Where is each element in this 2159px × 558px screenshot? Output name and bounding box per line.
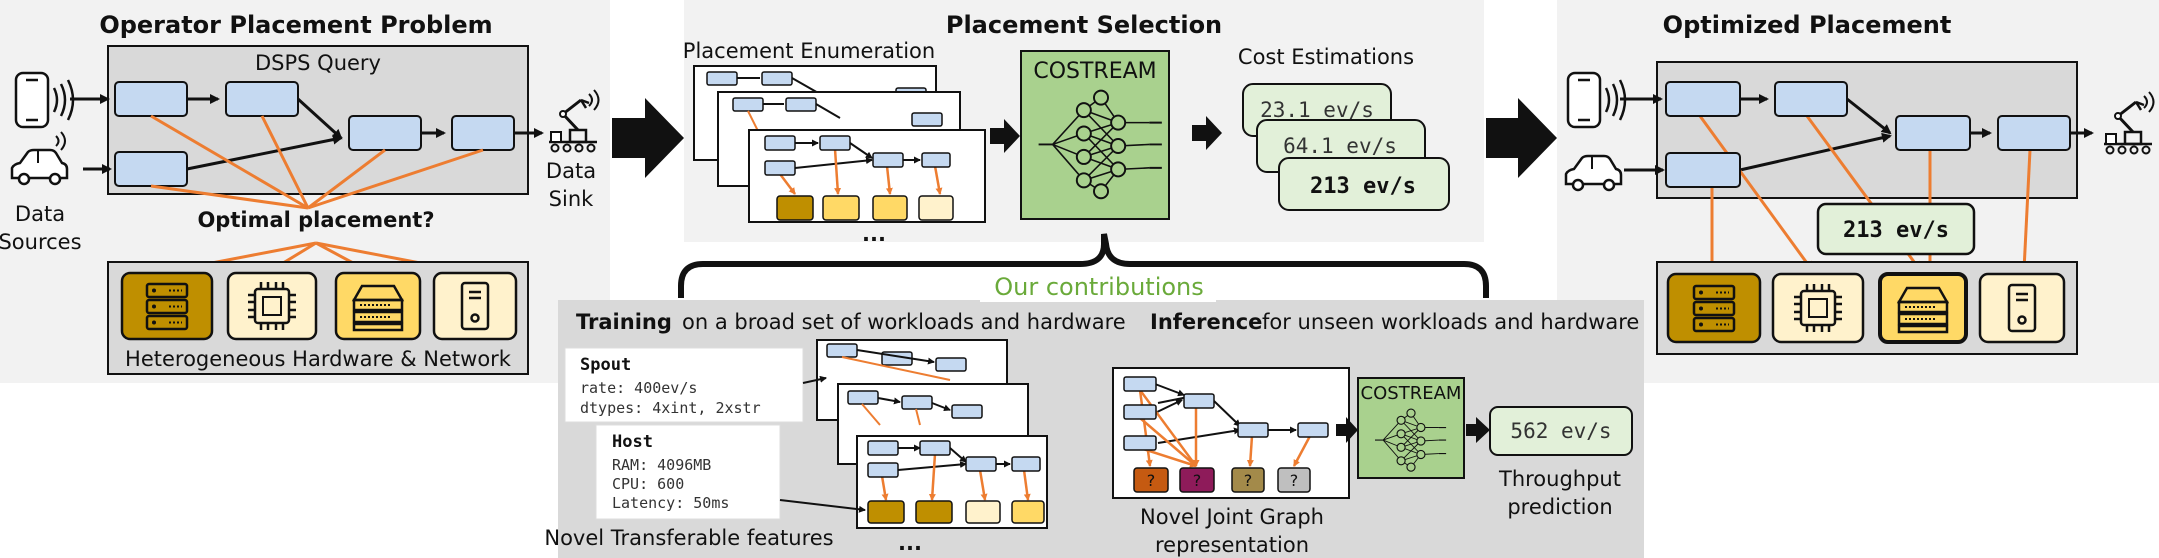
joint-graph-label-line1: Novel Joint Graph xyxy=(1140,505,1324,529)
unknown-hw-mark: ? xyxy=(1193,471,1202,490)
spout-dtypes: dtypes: 4xint, 2xstr xyxy=(580,399,761,417)
result-card xyxy=(1816,202,1976,256)
enumeration-card-front xyxy=(748,129,986,223)
estimate-stack: 23.1 ev/s 64.1 ev/s 213 ev/s xyxy=(1242,83,1450,211)
training-heading-rest: on a broad set of workloads and hardware xyxy=(682,310,1126,334)
hardware-node-embedded xyxy=(226,271,318,341)
host-cpu: CPU: 600 xyxy=(612,475,684,493)
data-sink-label-line2: Sink xyxy=(549,187,594,211)
left-query-edges xyxy=(70,94,544,174)
training-cards xyxy=(816,339,1048,529)
joint-graph-label-line2: representation xyxy=(1155,533,1309,557)
costream-model-label: COSTREAM xyxy=(1033,59,1156,84)
middle-panel: Placement Selection Placement Enumeratio… xyxy=(683,0,1484,246)
joint-graph-card: ? ? ? ? xyxy=(1112,367,1350,499)
inference-model-label: COSTREAM xyxy=(1361,383,1462,404)
host-title: Host xyxy=(612,432,653,452)
left-query-operators xyxy=(114,81,515,187)
operator-node xyxy=(348,115,422,151)
unknown-hw-mark: ? xyxy=(1147,471,1156,490)
optimal-placement-question: Optimal placement? xyxy=(197,208,434,232)
right-panel-title: Optimized Placement xyxy=(1663,11,1952,39)
operator-node xyxy=(225,81,299,117)
placement-enumeration-label: Placement Enumeration xyxy=(683,39,935,63)
operator-node xyxy=(1665,152,1741,188)
prediction-card xyxy=(1489,406,1633,456)
hardware-label: Heterogeneous Hardware & Network xyxy=(125,347,512,371)
hardware-node-desktop xyxy=(1978,272,2066,344)
prediction-value: 562 ev/s xyxy=(1510,419,1611,443)
inference-heading-rest: for unseen workloads and hardware xyxy=(1262,310,1639,334)
contributions-brace xyxy=(678,233,1489,298)
spout-title: Spout xyxy=(580,355,631,375)
right-hardware-row xyxy=(1666,272,2066,344)
arrow-to-model xyxy=(990,119,1020,153)
result-value: 213 ev/s xyxy=(1843,218,1949,243)
contributions-panel: Our contributions Training on a broad se… xyxy=(544,233,1644,558)
dsps-query-label: DSPS Query xyxy=(255,51,381,75)
hardware-node-server xyxy=(120,271,214,341)
big-arrow-left xyxy=(612,98,684,178)
data-sources-label-line1: Data xyxy=(15,202,65,226)
contributions-title: Our contributions xyxy=(994,273,1204,301)
operator-node xyxy=(1774,81,1848,117)
right-query-edges xyxy=(1620,94,2094,175)
right-query-operators xyxy=(1665,81,2071,188)
middle-panel-title: Placement Selection xyxy=(946,11,1222,39)
operator-node xyxy=(114,81,188,117)
host-feature-card: Host RAM: 4096MB CPU: 600 Latency: 50ms xyxy=(595,424,866,520)
spout-feature-card: Spout rate: 400ev/s dtypes: 4xint, 2xstr xyxy=(564,347,827,423)
unknown-hw-mark: ? xyxy=(1290,471,1299,490)
prediction-label-line1: Throughput xyxy=(1498,467,1621,491)
host-ram: RAM: 4096MB xyxy=(612,456,711,474)
estimate-value-3: 213 ev/s xyxy=(1310,174,1416,199)
enumeration-ellipsis: ... xyxy=(862,222,886,246)
data-sink-label-line1: Data xyxy=(546,159,596,183)
placement-question-edges xyxy=(150,114,484,210)
estimate-card-best xyxy=(1278,157,1450,211)
operator-node xyxy=(114,151,188,187)
hardware-node-desktop xyxy=(432,271,518,341)
estimate-value-2: 64.1 ev/s xyxy=(1283,134,1397,158)
arrow-to-inference-model xyxy=(1336,417,1358,443)
inference-heading-bold: Inference xyxy=(1150,310,1262,334)
spout-rate: rate: 400ev/s xyxy=(580,379,697,397)
right-panel: Optimized Placement 21 xyxy=(1557,0,2159,383)
hardware-node-embedded xyxy=(1771,272,1865,344)
left-panel: Operator Placement Problem DSPS Query xyxy=(0,0,610,383)
car-signal-icon xyxy=(55,131,66,151)
cost-estimations-label: Cost Estimations xyxy=(1238,45,1414,69)
big-arrow-right xyxy=(1486,98,1557,178)
unknown-hw-mark: ? xyxy=(1244,471,1253,490)
hardware-row xyxy=(120,271,518,341)
enumeration-stack xyxy=(693,65,986,223)
inference-model-box xyxy=(1357,377,1465,479)
operator-node xyxy=(1895,115,1971,151)
training-heading-bold: Training xyxy=(576,310,672,334)
operator-node xyxy=(451,115,515,151)
transferable-features-label: Novel Transferable features xyxy=(544,526,833,550)
operator-node xyxy=(1665,81,1741,117)
data-sources-label-line2: Sources xyxy=(0,230,82,254)
training-card-front xyxy=(856,435,1048,529)
hardware-node-server xyxy=(1666,272,1762,344)
operator-node xyxy=(1997,115,2071,151)
left-panel-title: Operator Placement Problem xyxy=(99,11,492,39)
arrow-to-prediction xyxy=(1466,417,1490,443)
arrow-to-estimates xyxy=(1192,116,1222,150)
estimate-value-1: 23.1 ev/s xyxy=(1260,98,1374,122)
host-latency: Latency: 50ms xyxy=(612,494,729,512)
contributions-title-bg xyxy=(980,270,1216,302)
prediction-label-line2: prediction xyxy=(1507,495,1612,519)
training-ellipsis: ... xyxy=(898,531,922,555)
